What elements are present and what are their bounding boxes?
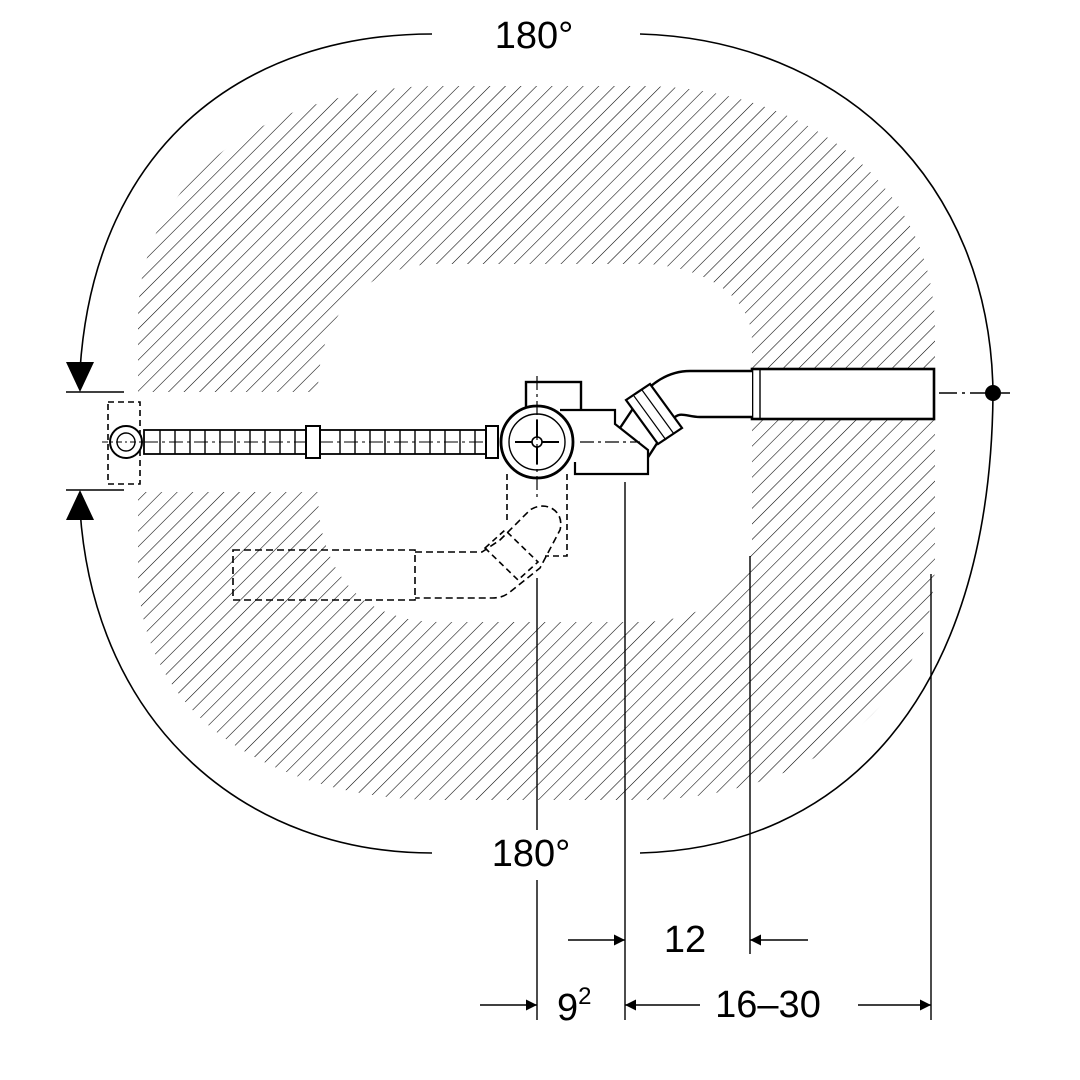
rod-end-coupling [485, 425, 499, 459]
rotation-arc-top-right [639, 33, 994, 393]
angle-label-bottom: 180° [492, 833, 571, 875]
rotation-arc-bottom-right [639, 394, 994, 854]
dim-label-9-base: 9 [557, 987, 578, 1029]
angle-label-top: 180° [495, 15, 574, 57]
rod-coupling [305, 425, 321, 459]
hatched-zone-lower [138, 420, 935, 800]
straight-pipe [750, 367, 936, 421]
elbow-nut [624, 382, 684, 446]
dim-label-12: 12 [664, 919, 706, 961]
dim-label-9-sup: 2 [578, 983, 591, 1010]
valve-body [560, 408, 650, 476]
alt-nut-dashed [483, 528, 540, 582]
dim-label-9: 92 [557, 983, 592, 1029]
rotation-arc-top-left [79, 33, 433, 371]
dim-label-16-30: 16–30 [715, 984, 821, 1026]
alt-pipe-dashed [232, 549, 416, 601]
rotation-arc-bottom-left [79, 509, 433, 854]
alt-elbow-dashed [415, 505, 562, 599]
hatched-zone-upper [138, 86, 935, 392]
alt-valve-dashed [506, 474, 568, 557]
pivot-point [985, 385, 1001, 401]
arrow-left-top [66, 362, 94, 392]
arrow-left-bottom [66, 490, 94, 520]
